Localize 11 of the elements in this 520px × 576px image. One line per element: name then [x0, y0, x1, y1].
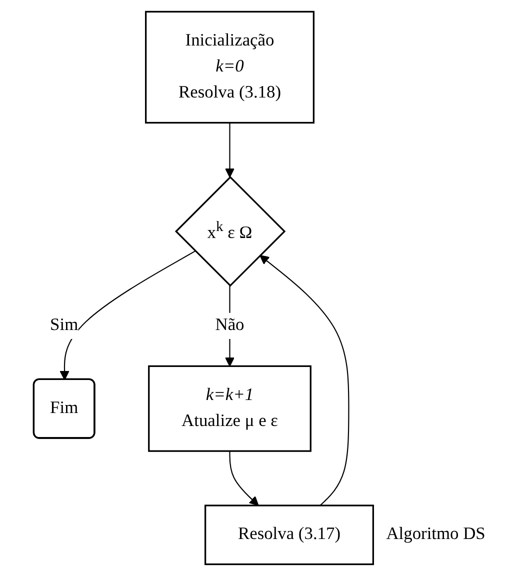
edge-label: Não	[216, 316, 245, 335]
edge-label: Sim	[50, 316, 79, 335]
node-box: Inicialização k=0 Resolva (3.18)	[145, 10, 315, 124]
arrow	[230, 451, 260, 506]
arrow	[260, 254, 350, 506]
arrow	[225, 122, 235, 178]
node-diamond: x$^{k}$ ε Ω	[175, 176, 286, 287]
annotation-text: Algoritmo DS	[386, 522, 486, 543]
node-box: Resolva (3.17)	[204, 504, 374, 566]
node-box: k=k+1 Atualize μ e ε	[148, 365, 312, 452]
arrow	[60, 250, 196, 380]
